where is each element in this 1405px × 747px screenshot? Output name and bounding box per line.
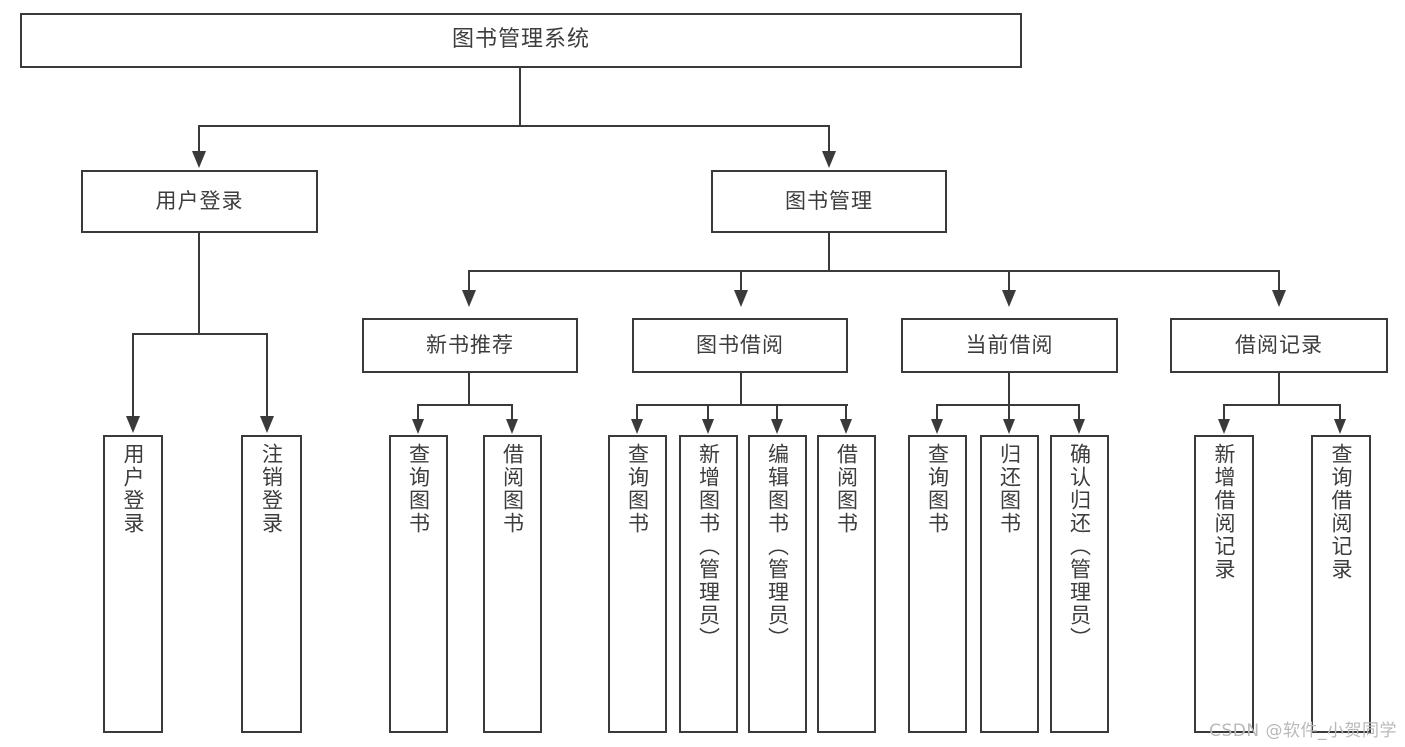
- connector-current-borrow-drop-2: [1008, 404, 1010, 420]
- arrowhead-leaf-current-borrow-2: [1003, 419, 1015, 434]
- arrowhead-leaf-user-login-1: [126, 416, 140, 433]
- arrowhead-leaf-book-borrow-4: [840, 419, 852, 434]
- arrowhead-to-user-login: [192, 151, 206, 168]
- connector-book-manage-drop-1: [468, 270, 470, 292]
- node-book-borrow[interactable]: 图书借阅: [632, 318, 848, 373]
- node-label: 图书管理: [785, 188, 873, 213]
- node-label: 图书借阅: [696, 332, 784, 357]
- connector-user-login-bar: [132, 333, 267, 335]
- connector-new-book-drop-1: [417, 404, 419, 420]
- connector-user-login-drop-2: [266, 333, 268, 418]
- node-label: 用户登录: [121, 443, 146, 535]
- node-leaf-book-borrow-4[interactable]: 借阅图书: [817, 435, 876, 733]
- node-label: 用户登录: [155, 188, 244, 213]
- connector-book-borrow-drop-2: [707, 404, 709, 420]
- arrowhead-leaf-user-login-2: [260, 416, 274, 433]
- node-borrow-record[interactable]: 借阅记录: [1170, 318, 1388, 373]
- connector-root-to-book-manage: [828, 125, 830, 153]
- node-leaf-current-borrow-1[interactable]: 查询图书: [908, 435, 967, 733]
- connector-user-login-drop-1: [132, 333, 134, 418]
- arrowhead-leaf-book-borrow-1: [631, 419, 643, 434]
- arrowhead-current-borrow: [1002, 290, 1016, 307]
- node-label: 查询图书: [625, 443, 650, 535]
- arrowhead-leaf-borrow-record-1: [1218, 419, 1230, 434]
- connector-book-manage-drop-2: [740, 270, 742, 292]
- node-leaf-borrow-record-2[interactable]: 查询借阅记录: [1311, 435, 1371, 733]
- connector-new-book-stem: [468, 373, 470, 406]
- connector-book-manage-stem: [828, 233, 830, 272]
- node-label: 注销登录: [259, 443, 284, 535]
- node-leaf-user-login-2[interactable]: 注销登录: [241, 435, 302, 733]
- arrowhead-leaf-new-book-2: [506, 419, 518, 434]
- node-label: 查询图书: [406, 443, 431, 535]
- arrowhead-book-borrow: [734, 290, 748, 307]
- connector-book-manage-drop-3: [1008, 270, 1010, 292]
- connector-book-borrow-drop-1: [636, 404, 638, 420]
- watermark-text: CSDN @软件_小贺同学: [1209, 721, 1397, 741]
- connector-root-bar: [198, 125, 830, 127]
- node-new-book[interactable]: 新书推荐: [362, 318, 578, 373]
- connector-book-manage-bar: [468, 270, 1280, 272]
- connector-borrow-record-bar: [1223, 404, 1341, 406]
- node-label: 新书推荐: [426, 332, 514, 357]
- node-label: 新增图书（管理员）: [696, 443, 721, 650]
- node-leaf-book-borrow-2[interactable]: 新增图书（管理员）: [679, 435, 738, 733]
- node-label: 借阅图书: [500, 443, 525, 535]
- arrowhead-leaf-book-borrow-3: [771, 419, 783, 434]
- node-root-system[interactable]: 图书管理系统: [20, 13, 1022, 68]
- arrowhead-leaf-new-book-1: [412, 419, 424, 434]
- node-label: 图书管理系统: [451, 27, 590, 53]
- connector-current-borrow-bar: [936, 404, 1079, 406]
- connector-book-borrow-drop-3: [776, 404, 778, 420]
- arrowhead-to-book-manage: [822, 151, 836, 168]
- arrowhead-leaf-book-borrow-2: [702, 419, 714, 434]
- node-label: 归还图书: [997, 443, 1022, 535]
- node-leaf-borrow-record-1[interactable]: 新增借阅记录: [1194, 435, 1254, 733]
- connector-borrow-record-drop-2: [1339, 404, 1341, 420]
- connector-current-borrow-drop-1: [936, 404, 938, 420]
- node-label: 确认归还（管理员）: [1067, 443, 1092, 650]
- connector-root-to-user-login: [198, 125, 200, 153]
- node-label: 查询图书: [925, 443, 950, 535]
- arrowhead-leaf-current-borrow-1: [931, 419, 943, 434]
- connector-new-book-bar: [417, 404, 513, 406]
- node-user-login[interactable]: 用户登录: [81, 170, 318, 233]
- node-label: 借阅图书: [834, 443, 859, 535]
- node-leaf-book-borrow-3[interactable]: 编辑图书（管理员）: [748, 435, 807, 733]
- connector-new-book-drop-2: [511, 404, 513, 420]
- node-current-borrow[interactable]: 当前借阅: [901, 318, 1118, 373]
- node-leaf-current-borrow-2[interactable]: 归还图书: [980, 435, 1039, 733]
- connector-book-borrow-stem: [740, 373, 742, 406]
- arrowhead-new-book: [462, 290, 476, 307]
- node-label: 当前借阅: [965, 332, 1054, 357]
- node-leaf-book-borrow-1[interactable]: 查询图书: [608, 435, 667, 733]
- arrowhead-borrow-record: [1272, 290, 1286, 307]
- node-leaf-current-borrow-3[interactable]: 确认归还（管理员）: [1050, 435, 1109, 733]
- connector-current-borrow-stem: [1008, 373, 1010, 406]
- node-label: 编辑图书（管理员）: [765, 443, 790, 650]
- connector-borrow-record-stem: [1278, 373, 1280, 406]
- connector-root-stem: [519, 68, 521, 126]
- node-label: 查询借阅记录: [1329, 443, 1354, 581]
- connector-user-login-stem: [198, 233, 200, 334]
- arrowhead-leaf-borrow-record-2: [1334, 419, 1346, 434]
- node-leaf-new-book-2[interactable]: 借阅图书: [483, 435, 542, 733]
- connector-current-borrow-drop-3: [1078, 404, 1080, 420]
- connector-book-manage-drop-4: [1278, 270, 1280, 292]
- node-label: 借阅记录: [1235, 332, 1323, 357]
- connector-book-borrow-drop-4: [845, 404, 847, 420]
- connector-book-borrow-bar: [636, 404, 848, 406]
- arrowhead-leaf-current-borrow-3: [1073, 419, 1085, 434]
- node-label: 新增借阅记录: [1212, 443, 1237, 581]
- node-book-manage[interactable]: 图书管理: [711, 170, 947, 233]
- node-leaf-new-book-1[interactable]: 查询图书: [389, 435, 448, 733]
- connector-borrow-record-drop-1: [1223, 404, 1225, 420]
- node-leaf-user-login-1[interactable]: 用户登录: [103, 435, 163, 733]
